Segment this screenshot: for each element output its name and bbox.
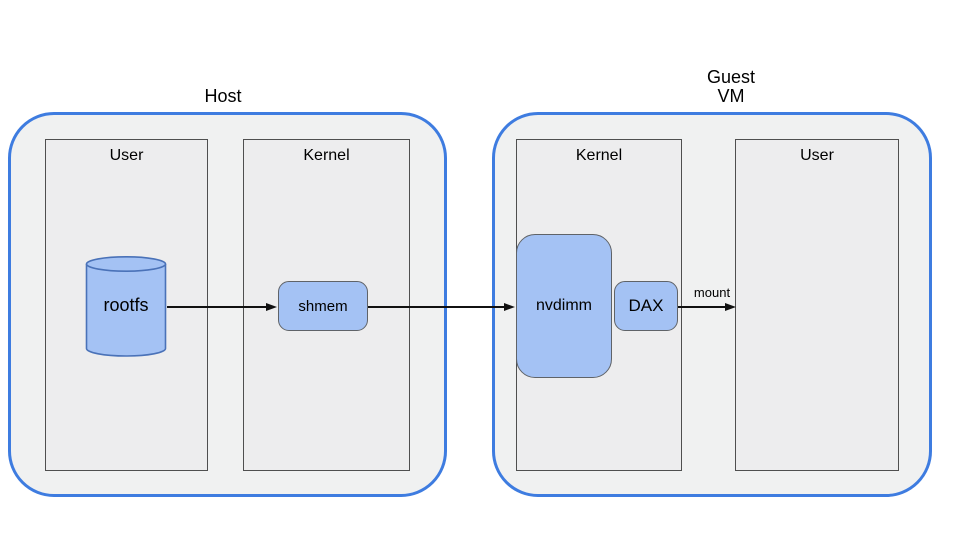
host-title: Host — [204, 86, 242, 106]
arrow-rootfs-to-shmem — [167, 301, 277, 313]
arrowhead-icon — [266, 303, 277, 311]
dax-node: DAX — [614, 281, 678, 331]
guest-vm-title: Guest VM — [706, 67, 756, 106]
rootfs-node-label: rootfs — [103, 295, 149, 315]
guest-kernel-label: Kernel — [575, 147, 623, 164]
mount-edge-label: mount — [693, 285, 731, 300]
arrow-dax-to-guest-user — [678, 301, 736, 313]
nvdimm-node: nvdimm — [516, 234, 612, 378]
shmem-node: shmem — [278, 281, 368, 331]
arrowhead-icon — [504, 303, 515, 311]
rootfs-cylinder-icon: rootfs — [85, 255, 167, 358]
nvdimm-node-label: nvdimm — [535, 297, 592, 314]
arrow-shaft — [678, 306, 725, 308]
arrow-shmem-to-nvdimm — [368, 301, 515, 313]
dax-node-label: DAX — [628, 296, 664, 315]
arrow-shaft — [368, 306, 504, 308]
guest-user-region: User — [735, 139, 899, 471]
arrowhead-icon — [725, 303, 736, 311]
host-kernel-label: Kernel — [303, 147, 350, 164]
guest-user-label: User — [800, 147, 834, 164]
shmem-node-label: shmem — [298, 297, 348, 315]
arrow-shaft — [167, 306, 266, 308]
host-user-label: User — [109, 147, 144, 164]
